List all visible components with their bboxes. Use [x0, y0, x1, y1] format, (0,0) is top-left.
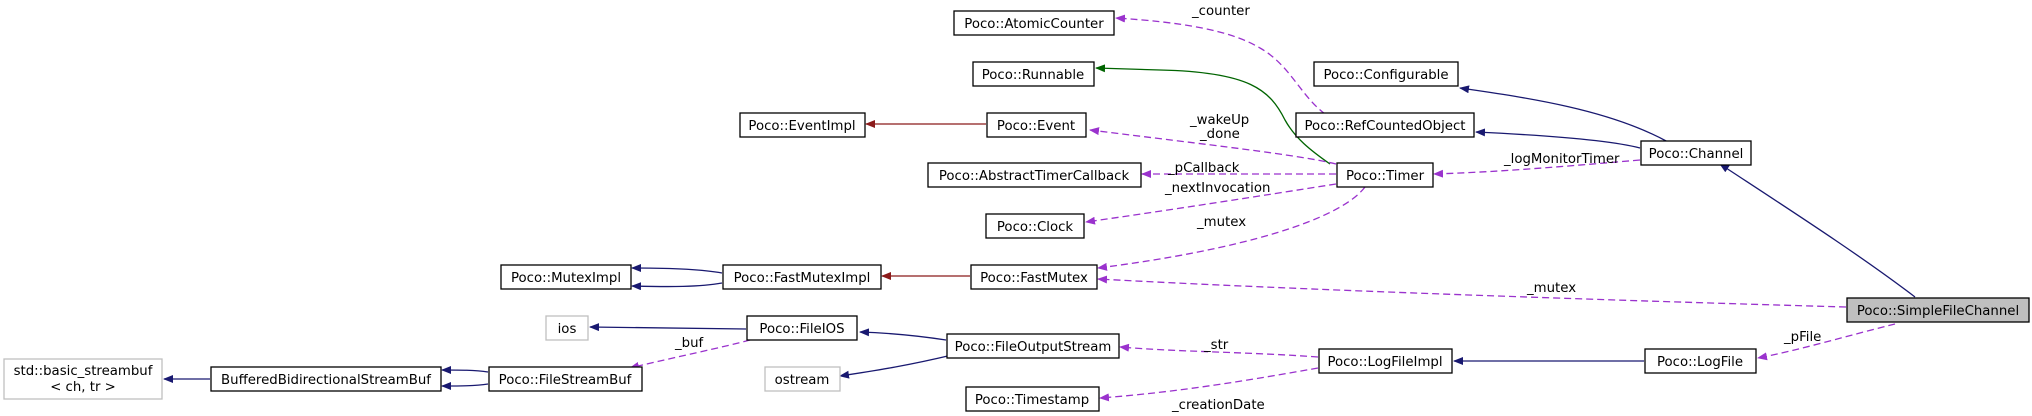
node-clock[interactable]: Poco::Clock: [985, 213, 1085, 239]
edge-label-done: _done: [1199, 127, 1240, 142]
node-file-ios-label: Poco::FileIOS: [759, 322, 844, 337]
edge-fileoutputstream-to-fileios: [859, 328, 947, 341]
node-channel-label: Poco::Channel: [1649, 147, 1744, 162]
edge-label-timer-mutex: _mutex: [1196, 215, 1246, 230]
node-configurable-label: Poco::Configurable: [1323, 68, 1448, 83]
edge-fastmuteximpl-to-muteximpl-1: [631, 264, 723, 274]
node-fast-mutex-impl[interactable]: Poco::FastMutexImpl: [722, 264, 882, 290]
node-ref-counted-object-label: Poco::RefCountedObject: [1304, 119, 1465, 134]
node-channel[interactable]: Poco::Channel: [1640, 140, 1752, 166]
node-runnable-label: Poco::Runnable: [982, 68, 1084, 83]
edge-channel-to-timer: [1433, 159, 1641, 178]
node-mutex-impl[interactable]: Poco::MutexImpl: [500, 264, 632, 290]
edge-label-str: _str: [1203, 338, 1229, 353]
node-ios-label: ios: [558, 322, 577, 337]
node-timer[interactable]: Poco::Timer: [1336, 162, 1434, 188]
node-log-file[interactable]: Poco::LogFile: [1644, 348, 1757, 374]
edge-label-pcallback: _pCallback: [1167, 161, 1240, 176]
edge-simplefilechannel-to-logfile: [1757, 323, 1896, 361]
node-simple-file-channel-label: Poco::SimpleFileChannel: [1857, 304, 2019, 319]
node-mutex-impl-label: Poco::MutexImpl: [511, 271, 621, 286]
node-timer-label: Poco::Timer: [1346, 169, 1425, 184]
node-timestamp[interactable]: Poco::Timestamp: [965, 386, 1100, 412]
node-atomic-counter-label: Poco::AtomicCounter: [964, 17, 1104, 32]
node-log-file-impl-label: Poco::LogFileImpl: [1327, 355, 1442, 370]
edge-label-counter: _counter: [1191, 4, 1250, 19]
edge-timer-to-clock: [1085, 183, 1337, 225]
node-event-impl-label: Poco::EventImpl: [748, 119, 855, 134]
node-atomic-counter[interactable]: Poco::AtomicCounter: [953, 10, 1115, 36]
node-fast-mutex[interactable]: Poco::FastMutex: [970, 264, 1098, 290]
node-timestamp-label: Poco::Timestamp: [975, 393, 1089, 408]
edge-channel-to-refcountedobject: [1475, 128, 1641, 149]
edge-logfileimpl-to-timestamp: [1099, 367, 1319, 402]
edge-refcounted-to-atomiccounter: [1115, 14, 1326, 115]
node-abstract-timer-callback-label: Poco::AbstractTimerCallback: [939, 169, 1130, 184]
edge-timer-to-runnable: [1095, 64, 1331, 165]
edge-label-nextinvocation: _nextInvocation: [1164, 181, 1270, 196]
edge-label-pfile: _pFile: [1783, 330, 1821, 345]
node-runnable[interactable]: Poco::Runnable: [972, 61, 1095, 87]
node-file-ios[interactable]: Poco::FileIOS: [746, 315, 858, 341]
edge-fileios-to-ios: [589, 323, 747, 332]
node-log-file-label: Poco::LogFile: [1657, 355, 1743, 370]
node-event-label: Poco::Event: [997, 119, 1075, 134]
node-ios[interactable]: ios: [545, 315, 589, 341]
edge-simplefilechannel-to-channel: [1719, 163, 1916, 298]
edge-filestreambuf-to-buffered-1: [441, 366, 489, 375]
node-file-output-stream-label: Poco::FileOutputStream: [955, 340, 1112, 355]
node-event[interactable]: Poco::Event: [986, 112, 1087, 138]
edge-timer-to-fastmutex: [1097, 186, 1366, 271]
node-abstract-timer-callback[interactable]: Poco::AbstractTimerCallback: [927, 162, 1142, 188]
node-ostream-label: ostream: [775, 373, 830, 388]
node-fast-mutex-impl-label: Poco::FastMutexImpl: [734, 271, 871, 286]
edge-logfileimpl-to-fileoutputstream: [1119, 343, 1319, 358]
node-basic-streambuf-label-line1: std::basic_streambuf: [14, 364, 153, 379]
node-ref-counted-object[interactable]: Poco::RefCountedObject: [1295, 112, 1475, 138]
edge-label-channel-mutex: _mutex: [1526, 281, 1576, 296]
edge-label-logmonitortimer: _logMonitorTimer: [1503, 152, 1620, 167]
node-buffered-bidirectional-streambuf[interactable]: BufferedBidirectionalStreamBuf: [210, 366, 442, 392]
node-ostream[interactable]: ostream: [764, 366, 841, 392]
node-configurable[interactable]: Poco::Configurable: [1313, 61, 1459, 87]
node-event-impl[interactable]: Poco::EventImpl: [739, 112, 866, 138]
node-simple-file-channel[interactable]: Poco::SimpleFileChannel: [1846, 297, 2030, 323]
edge-filestreambuf-to-buffered-2: [441, 381, 489, 390]
node-log-file-impl[interactable]: Poco::LogFileImpl: [1318, 348, 1453, 374]
edge-label-wakeup: _wakeUp: [1189, 113, 1249, 128]
node-file-output-stream[interactable]: Poco::FileOutputStream: [946, 333, 1120, 359]
edge-timer-to-event: [1089, 127, 1337, 165]
edge-simplefilechannel-to-fastmutex: [1097, 275, 1847, 308]
node-file-streambuf[interactable]: Poco::FileStreamBuf: [488, 366, 643, 392]
node-fast-mutex-label: Poco::FastMutex: [980, 271, 1088, 286]
node-file-streambuf-label: Poco::FileStreamBuf: [499, 373, 632, 388]
node-clock-label: Poco::Clock: [997, 220, 1074, 235]
edge-fastmuteximpl-to-muteximpl-2: [631, 282, 723, 291]
node-buffered-bidirectional-streambuf-label: BufferedBidirectionalStreamBuf: [221, 373, 431, 388]
edge-label-buf: _buf: [674, 336, 704, 351]
edge-channel-to-configurable: [1459, 85, 1669, 143]
edge-fileoutputstream-to-ostream: [839, 354, 953, 379]
node-basic-streambuf-label-line2: < ch, tr >: [50, 380, 116, 395]
edge-label-creationdate: _creationDate: [1171, 398, 1265, 413]
node-basic-streambuf[interactable]: std::basic_streambuf < ch, tr >: [3, 358, 163, 400]
